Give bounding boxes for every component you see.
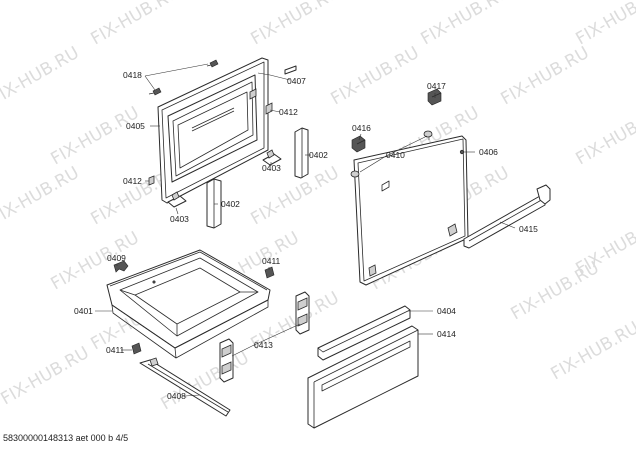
label-0417: 0417 xyxy=(427,81,446,91)
clip-0417 xyxy=(427,88,442,106)
label-0411-left: 0411 xyxy=(106,345,125,355)
outer-door-glass-0406 xyxy=(353,135,469,286)
runner-0413-left xyxy=(219,338,234,383)
label-0411-right: 0411 xyxy=(262,256,281,266)
watermark: FIX-HUB.RU xyxy=(573,103,636,169)
leader-lines xyxy=(95,63,516,397)
watermark: FIX-HUB.RU xyxy=(508,258,603,324)
label-0416: 0416 xyxy=(352,123,371,133)
watermark: FIX-HUB.RU xyxy=(418,0,513,49)
watermark: FIX-HUB.RU xyxy=(548,318,636,384)
inner-door-frame-0405 xyxy=(157,57,269,204)
document-code: 58300000148313 aet 000 b 4/5 xyxy=(3,433,129,443)
label-0409: 0409 xyxy=(107,253,126,263)
label-0408: 0408 xyxy=(167,391,186,401)
label-0415: 0415 xyxy=(519,224,538,234)
label-0404: 0404 xyxy=(437,306,456,316)
label-0401: 0401 xyxy=(74,306,93,316)
clip-0409 xyxy=(113,260,129,273)
drawer-front-0414 xyxy=(307,325,419,429)
door-handle-0415 xyxy=(463,184,551,249)
watermark: FIX-HUB.RU xyxy=(88,0,183,49)
label-0412-right: 0412 xyxy=(279,107,298,117)
rod-0407 xyxy=(284,65,297,75)
label-0414: 0414 xyxy=(437,329,456,339)
label-0402-left: 0402 xyxy=(221,199,240,209)
label-0407: 0407 xyxy=(287,76,306,86)
clip-0411-right xyxy=(264,266,275,279)
runner-0413-right xyxy=(295,291,310,335)
label-0403-right: 0403 xyxy=(262,163,281,173)
spacer-0410 xyxy=(350,130,433,178)
bar-0402-right xyxy=(294,127,309,179)
clip-0416 xyxy=(351,135,366,153)
drawer-trim-0404 xyxy=(317,305,411,361)
watermark: FIX-HUB.RU xyxy=(0,343,93,409)
part-labels: 0418 0407 0405 0412 0412 0402 0402 0403 … xyxy=(74,70,538,401)
label-0402-right: 0402 xyxy=(309,150,328,160)
watermark: FIX-HUB.RU xyxy=(498,43,593,109)
drawer-pan-0401 xyxy=(106,249,271,359)
screws-0418 xyxy=(148,59,219,96)
watermark: FIX-HUB.RU xyxy=(328,43,423,109)
label-0406: 0406 xyxy=(479,147,498,157)
label-0403-left: 0403 xyxy=(170,214,189,224)
watermark: FIX-HUB.RU xyxy=(0,43,83,109)
bracket-0403-left-tab xyxy=(171,191,180,201)
label-0410: 0410 xyxy=(386,150,405,160)
clip-0412-lower xyxy=(148,175,155,186)
rail-0408 xyxy=(139,357,231,417)
label-0412-left: 0412 xyxy=(123,176,142,186)
label-0405: 0405 xyxy=(126,121,145,131)
label-0418: 0418 xyxy=(123,70,142,80)
bracket-0403-right-tab xyxy=(266,149,275,159)
watermark: FIX-HUB.RU xyxy=(0,163,83,229)
watermark: FIX-HUB.RU xyxy=(248,0,343,49)
clip-0412-upper xyxy=(265,102,273,115)
clip-0411-left xyxy=(131,342,142,355)
watermark: FIX-HUB.RU xyxy=(48,103,143,169)
label-0413: 0413 xyxy=(254,340,273,350)
watermark: FIX-HUB.RU xyxy=(573,0,636,49)
